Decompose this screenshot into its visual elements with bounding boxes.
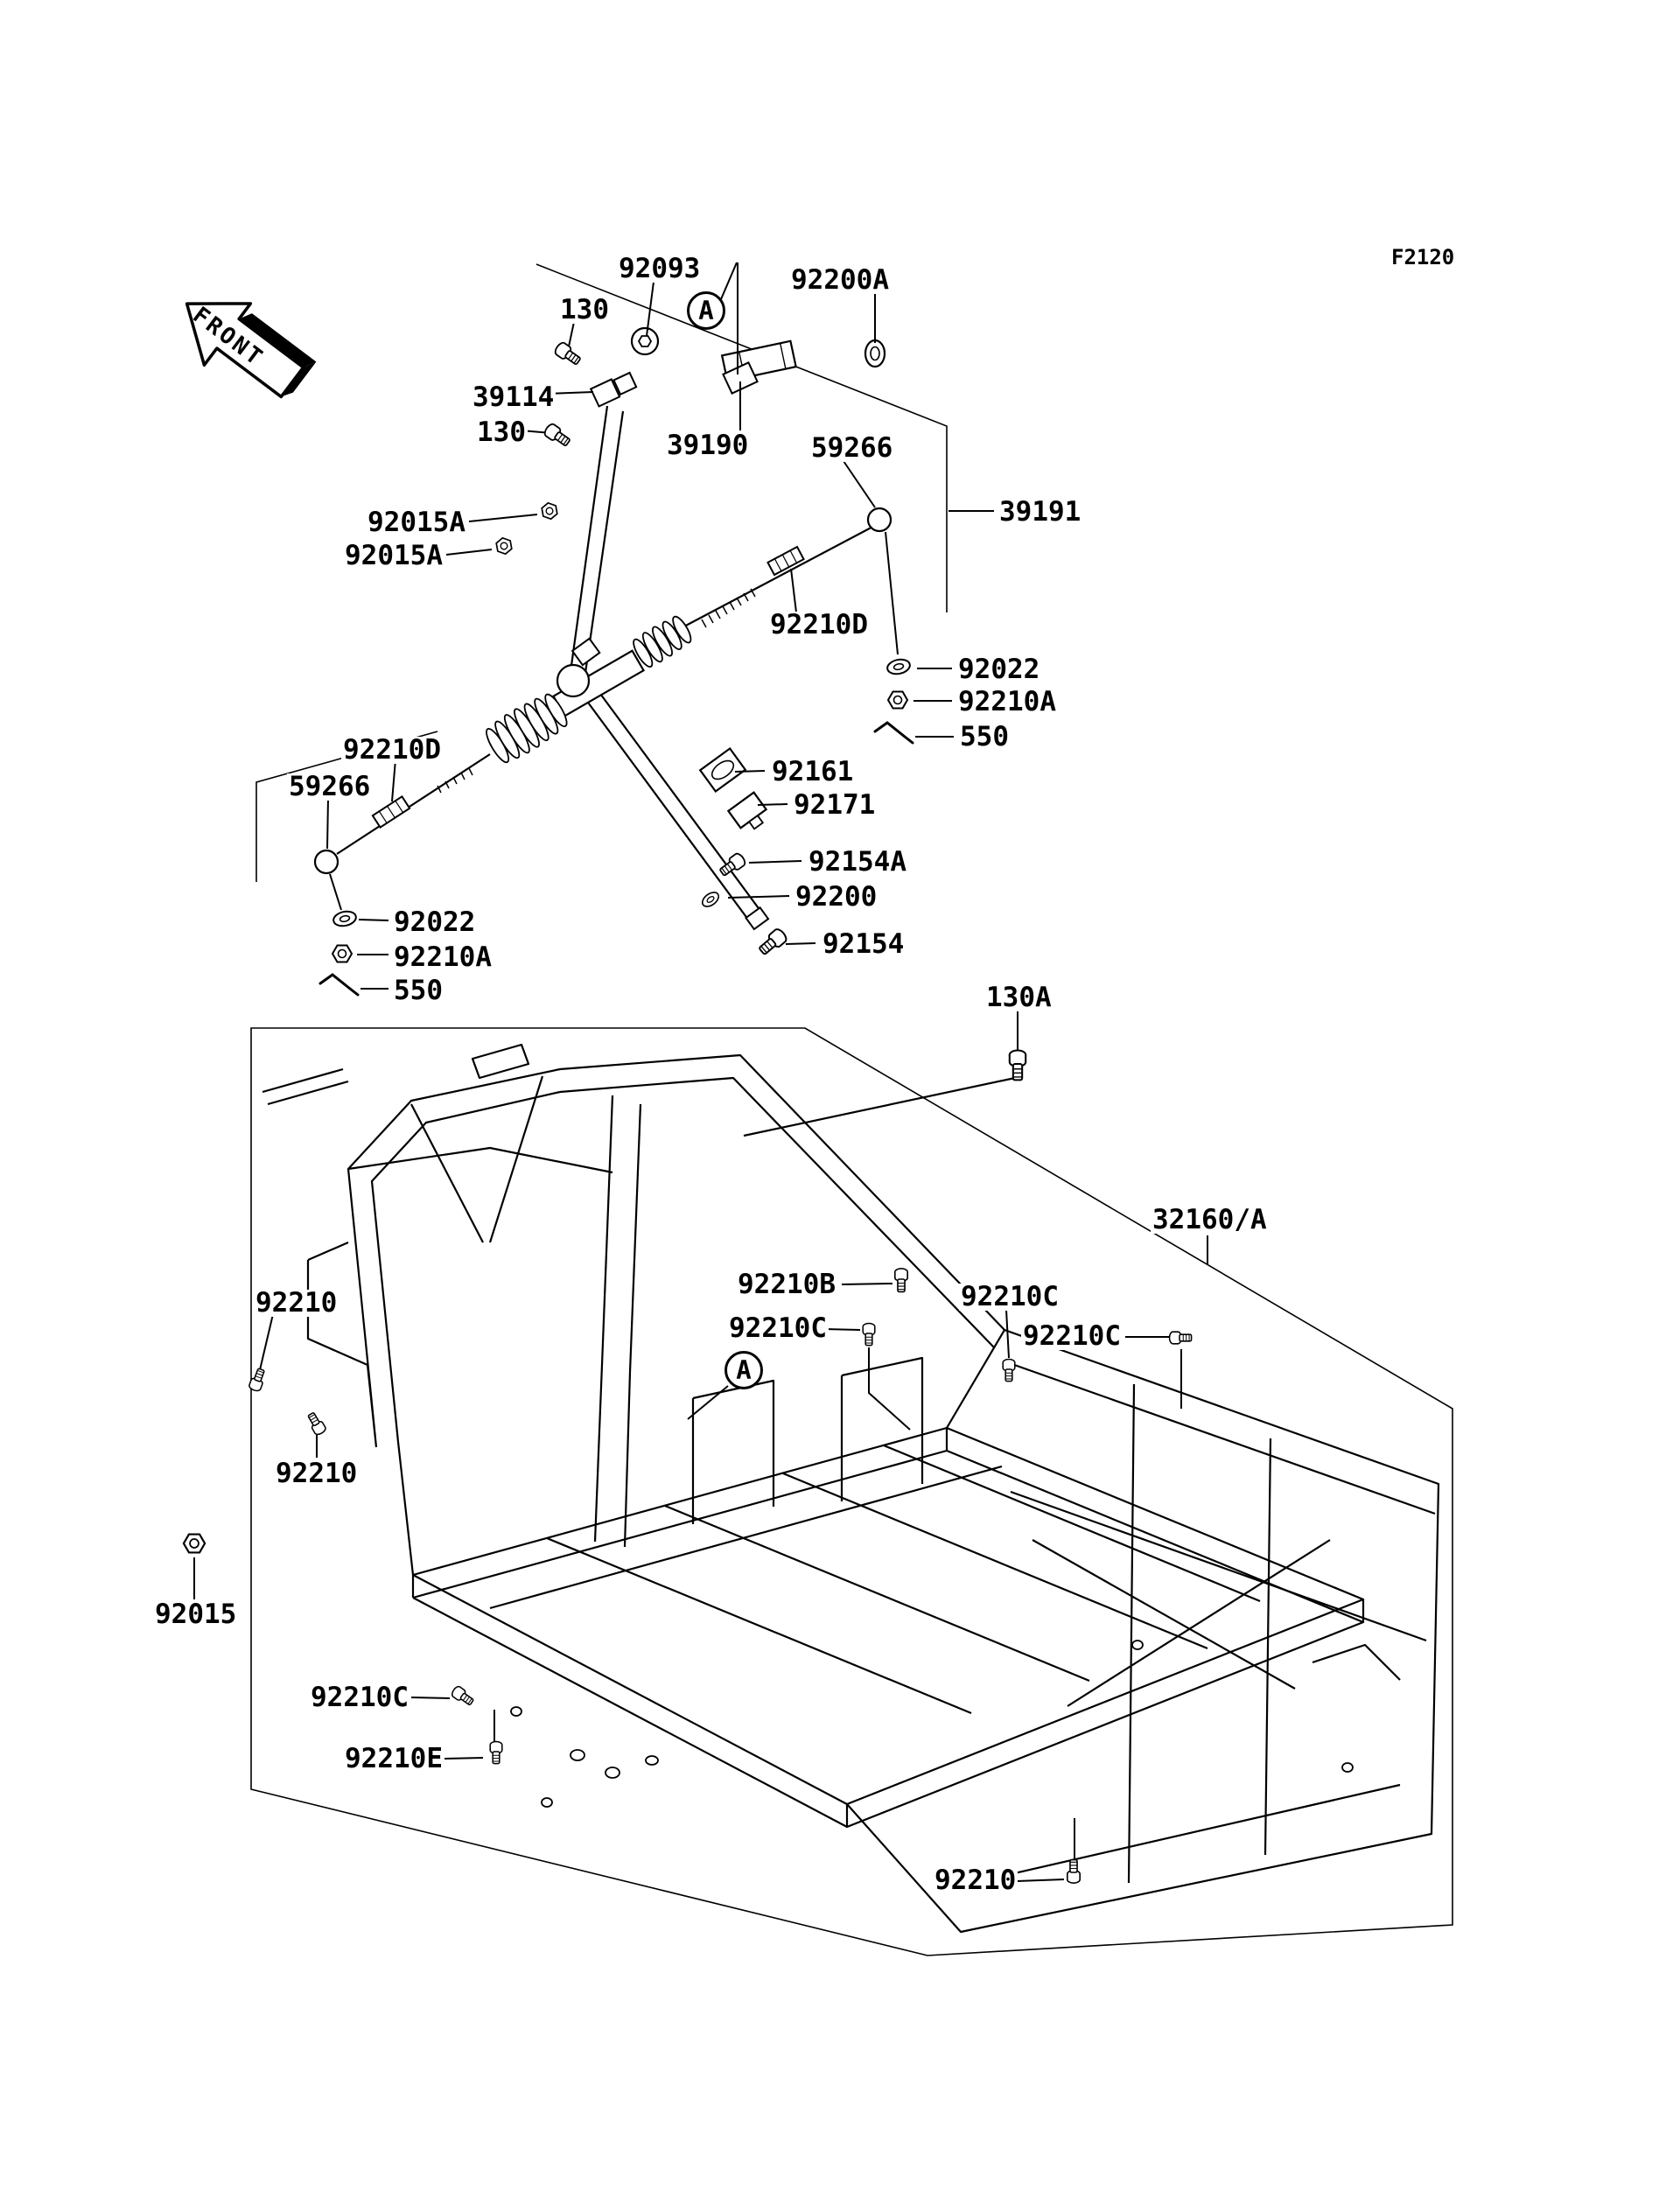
rack-boot-left xyxy=(486,693,568,764)
part-label-92210d-right: 92210D xyxy=(768,609,870,640)
coupling-92161 xyxy=(698,746,747,794)
u-joint-ball xyxy=(556,663,591,698)
washer-92200a-hole xyxy=(870,346,880,361)
washer-92022l-icon xyxy=(331,908,359,929)
part-label-39191: 39191 xyxy=(998,496,1083,528)
nut-92210al-icon xyxy=(332,944,353,963)
part-label-59266-left: 59266 xyxy=(287,771,373,802)
part-label-92022-left: 92022 xyxy=(392,906,478,938)
frame-drawing xyxy=(262,1043,1440,1934)
rack-boot-right xyxy=(633,615,692,668)
part-label-92154: 92154 xyxy=(821,928,906,960)
frame-holes xyxy=(510,1640,1354,1808)
part-label-92015a-2: 92015A xyxy=(343,540,444,571)
bolt-92210-3-icon xyxy=(1066,1858,1082,1884)
bolt-130a-icon xyxy=(1008,1049,1027,1081)
front-arrow-shadow xyxy=(239,313,317,367)
shaft-end-yoke xyxy=(745,906,770,931)
nut-92210ar-icon xyxy=(887,690,908,710)
detail-marker-a-top: A xyxy=(687,291,725,330)
leader-lines xyxy=(193,262,1208,1882)
cotter-pin-right xyxy=(873,721,914,745)
part-label-92200a: 92200A xyxy=(789,264,891,296)
nut-92015a2-icon xyxy=(493,535,515,556)
frame-front-section xyxy=(262,1043,1016,1548)
part-label-92210-2: 92210 xyxy=(274,1458,360,1489)
bolt-92210c2-icon xyxy=(862,1322,876,1347)
frame-floor-section xyxy=(396,1356,1365,1829)
bolt-92154-icon xyxy=(755,926,790,959)
washer-92022r-icon xyxy=(885,656,913,677)
part-label-92210-3: 92210 xyxy=(933,1865,1018,1896)
part-label-92210d-left: 92210D xyxy=(341,734,443,766)
adjuster-sleeve-right xyxy=(766,545,805,577)
frame-rear-section xyxy=(846,1328,1440,1934)
part-label-32160a: 32160/A xyxy=(1151,1204,1269,1235)
part-label-92210a-left: 92210A xyxy=(392,941,494,973)
part-label-39190: 39190 xyxy=(665,430,751,461)
part-label-92015a-1: 92015A xyxy=(366,507,467,538)
part-label-550-right: 550 xyxy=(958,721,1011,752)
part-label-92210b: 92210B xyxy=(736,1269,837,1300)
front-arrow: FRONT xyxy=(185,302,317,399)
bolt-92210-2-icon xyxy=(304,1410,328,1438)
bracket-a xyxy=(722,361,759,395)
bolt-92210c3-icon xyxy=(1168,1331,1193,1345)
part-label-92210c-4: 92210C xyxy=(309,1682,410,1713)
part-label-92015: 92015 xyxy=(153,1599,239,1630)
part-label-92154a: 92154A xyxy=(807,846,908,878)
steering-shafts xyxy=(336,405,880,924)
part-label-39114: 39114 xyxy=(471,381,556,413)
part-label-92210e: 92210E xyxy=(343,1743,444,1774)
bolt-130-icon xyxy=(552,339,584,368)
nut-92015-icon xyxy=(182,1533,206,1554)
part-label-59266-right: 59266 xyxy=(809,432,895,464)
part-label-130a: 130A xyxy=(984,982,1054,1013)
cotter-pin-left xyxy=(318,973,360,997)
part-label-92022-right: 92022 xyxy=(956,654,1042,685)
tie-rod-end-left xyxy=(313,849,340,875)
bolt-92210c4-icon xyxy=(449,1684,476,1709)
part-label-550-left: 550 xyxy=(392,975,444,1006)
detail-marker-a-frame: A xyxy=(724,1351,763,1389)
steering-rack-drawing xyxy=(313,326,914,997)
part-label-92210c-2: 92210C xyxy=(727,1312,829,1344)
detail-marker-a-top-label: A xyxy=(698,296,714,325)
washer-92093-hex xyxy=(637,335,653,347)
column-clamp xyxy=(570,637,601,667)
fastener-icons xyxy=(182,339,1193,1884)
holder-92171 xyxy=(726,791,768,830)
thread-ticks xyxy=(437,588,756,794)
bolt-130b-icon xyxy=(542,421,573,450)
part-label-92210c-1: 92210C xyxy=(959,1281,1060,1312)
part-label-92210-1: 92210 xyxy=(254,1287,340,1319)
frame-enclosure xyxy=(250,1027,1453,1956)
part-label-92093: 92093 xyxy=(617,253,703,284)
part-label-92161: 92161 xyxy=(770,756,856,787)
bolt-92210e-icon xyxy=(489,1740,503,1765)
part-label-92200: 92200 xyxy=(794,881,879,913)
joint-clamp-39114 xyxy=(589,371,638,408)
part-label-130-top: 130 xyxy=(558,294,611,325)
front-arrow-face xyxy=(185,302,305,399)
figure-code: F2120 xyxy=(1390,245,1457,269)
nut-92015a1-icon xyxy=(538,500,561,521)
washer-92200-icon xyxy=(699,888,722,911)
part-label-92171: 92171 xyxy=(792,789,878,821)
part-label-130-mid: 130 xyxy=(475,416,528,448)
adjuster-sleeve-left xyxy=(371,795,411,829)
bolt-92210c1-icon xyxy=(1002,1358,1016,1382)
tie-rod-end-right xyxy=(866,507,892,533)
bolt-92210b-icon xyxy=(893,1268,909,1293)
part-label-92210a-right: 92210A xyxy=(956,686,1058,717)
front-arrow-side xyxy=(281,361,317,397)
detail-marker-a-frame-label: A xyxy=(736,1355,752,1385)
part-label-92210c-3: 92210C xyxy=(1021,1320,1123,1352)
